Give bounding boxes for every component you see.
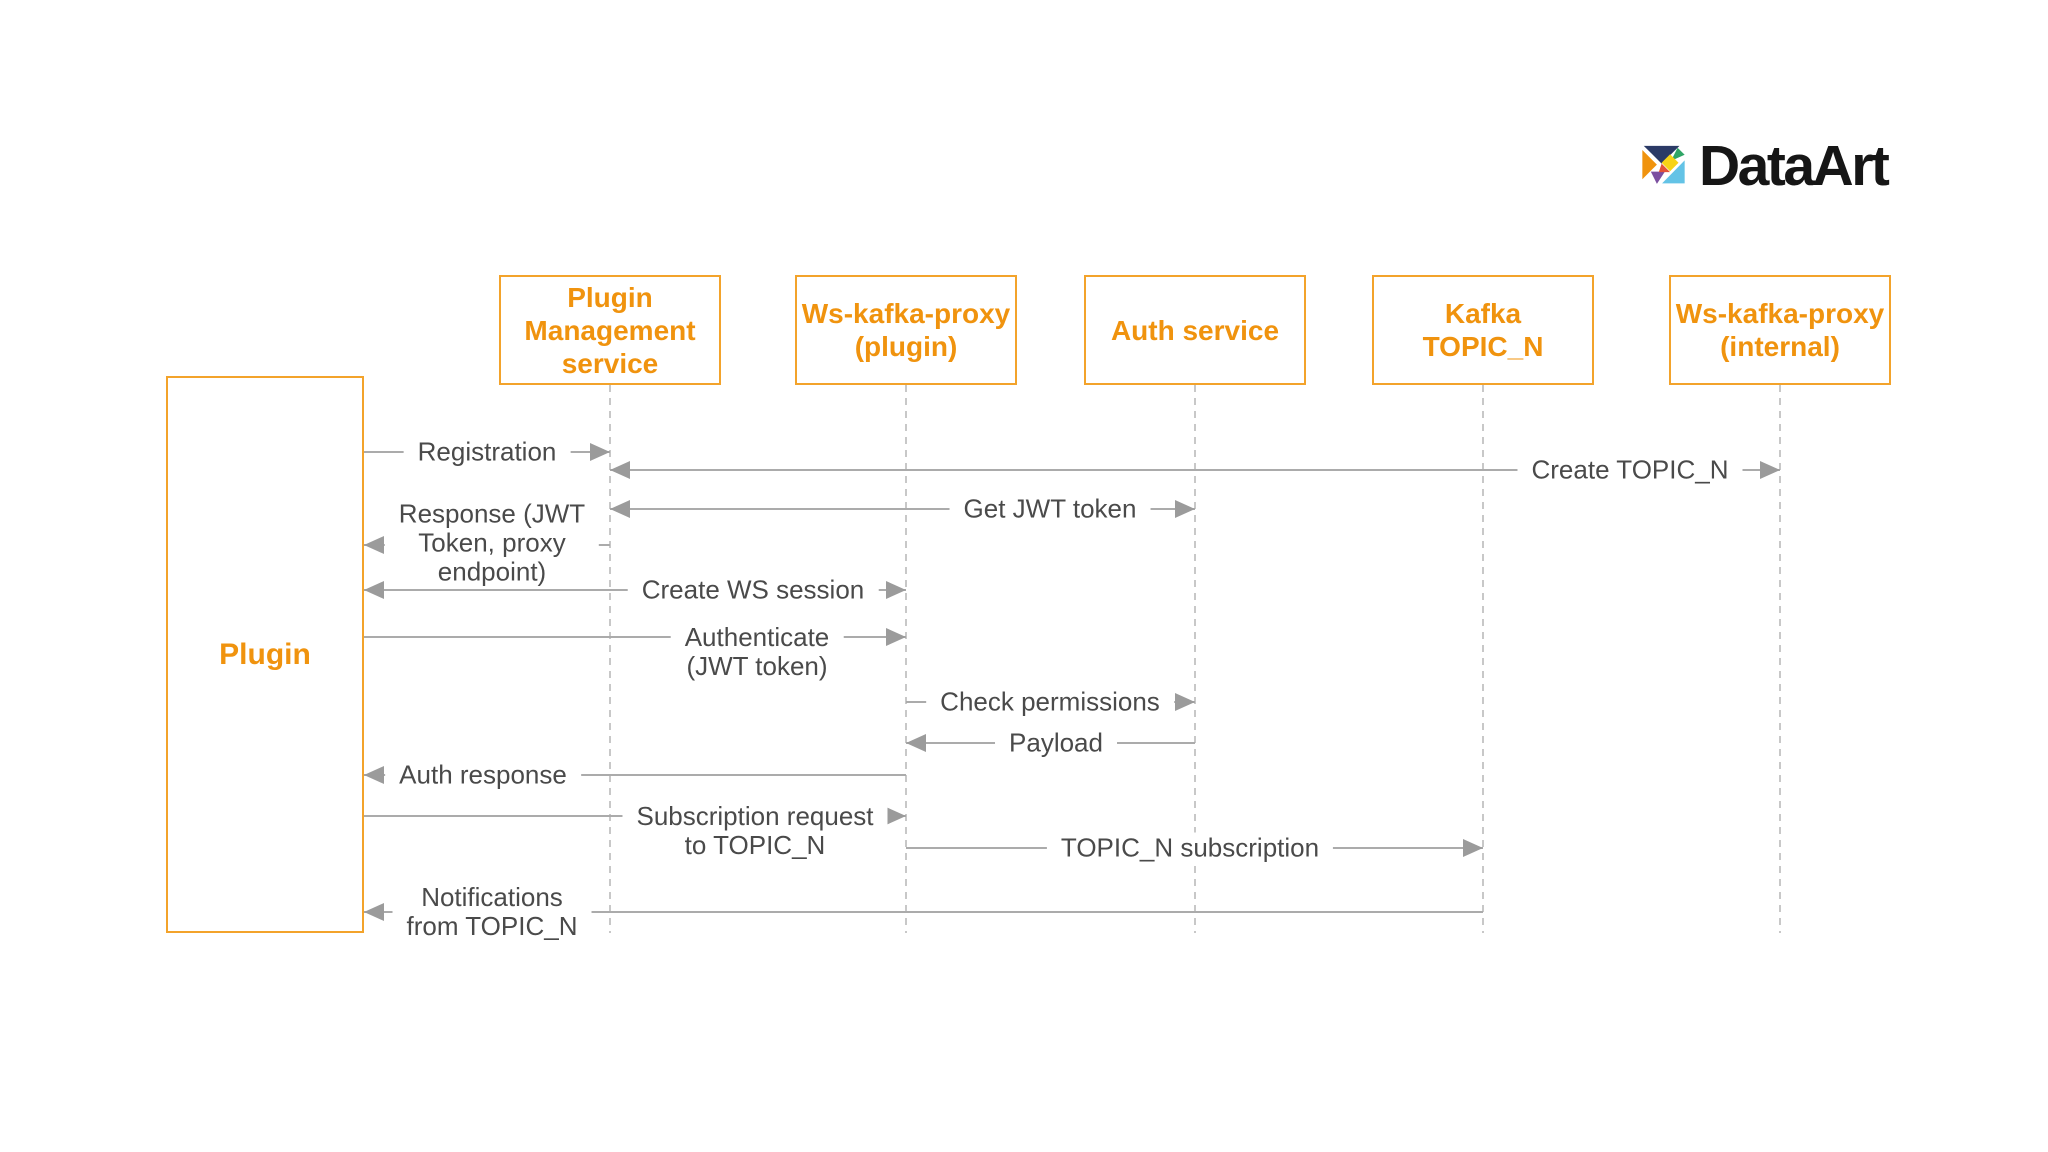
message-label-line: from TOPIC_N: [406, 911, 578, 941]
arrowhead-right-icon: [1760, 461, 1780, 479]
arrowhead-right-icon: [1175, 500, 1195, 518]
message-line: [364, 911, 1483, 913]
message-label: TOPIC_N subscription: [1046, 832, 1334, 864]
message-label-line: Create WS session: [641, 574, 865, 605]
message-label-line: Get JWT token: [963, 493, 1137, 524]
message-line: [610, 508, 1195, 510]
message-label-line: Check permissions: [940, 686, 1160, 717]
lifeline-ws-kafka-proxy-internal: [1779, 385, 1781, 933]
message-label-line: Registration: [417, 436, 557, 467]
arrowhead-left-icon: [610, 461, 630, 479]
arrowhead-right-icon: [1463, 839, 1483, 857]
message-label: Check permissions: [926, 686, 1174, 718]
arrowhead-left-icon: [364, 581, 384, 599]
message-label: Create TOPIC_N: [1517, 454, 1743, 486]
message-label-line: Authenticate: [684, 622, 830, 652]
message-label: Get JWT token: [949, 493, 1151, 525]
message-label-line: Notifications: [421, 882, 563, 912]
participant-label-line: Kafka: [1444, 298, 1522, 329]
actor-plugin-label: Plugin: [219, 637, 311, 671]
arrowhead-left-icon: [364, 903, 384, 921]
participant-label-line: service: [561, 347, 659, 379]
message-label-line: Payload: [1009, 727, 1103, 758]
dataart-logomark-icon: [1642, 145, 1685, 184]
arrowhead-right-icon: [1175, 693, 1195, 711]
arrowhead-right-icon: [886, 807, 906, 825]
message-label-line: Token, proxy: [418, 527, 566, 558]
participant-label-line: (plugin): [854, 331, 958, 362]
participant-kafka-topic-n: Kafka TOPIC_N: [1372, 275, 1594, 385]
message-label: Auth response: [385, 759, 581, 791]
participant-label-line: (internal): [1720, 331, 1840, 362]
arrowhead-left-icon: [364, 766, 384, 784]
arrowhead-right-icon: [886, 628, 906, 646]
lifeline-auth-service: [1194, 385, 1196, 933]
message-label-line: Response (JWT: [398, 498, 586, 529]
participant-label-line: Ws-kafka-proxy: [1675, 298, 1885, 329]
dataart-logo-text: DataArt: [1699, 134, 1890, 198]
message-line: [364, 636, 906, 638]
message-line: [364, 774, 906, 776]
actor-plugin-box: Plugin: [166, 376, 364, 933]
participant-label-line: TOPIC_N: [1422, 331, 1544, 362]
message-label-line: to TOPIC_N: [684, 830, 826, 860]
participant-label-line: Management: [524, 314, 696, 346]
lifeline-kafka-topic-n: [1482, 385, 1484, 933]
message-label-line: Create TOPIC_N: [1531, 454, 1729, 485]
message-label: Response (JWT Token, proxy endpoint): [384, 498, 600, 588]
participant-plugin-management-service: Plugin Management service: [499, 275, 721, 385]
message-line: [610, 469, 1780, 471]
message-label: Registration: [403, 436, 571, 468]
participant-ws-kafka-proxy-plugin: Ws-kafka-proxy (plugin): [795, 275, 1017, 385]
message-label: Create WS session: [627, 574, 879, 606]
participant-ws-kafka-proxy-internal: Ws-kafka-proxy (internal): [1669, 275, 1891, 385]
participant-label-line: Auth service: [1110, 314, 1280, 346]
lifeline-ws-kafka-proxy-plugin: [905, 385, 907, 933]
message-label: Payload: [995, 727, 1117, 759]
message-label-line: endpoint): [437, 556, 547, 587]
arrowhead-left-icon: [364, 536, 384, 554]
lifeline-plugin-management-service: [609, 385, 611, 933]
message-label-line: TOPIC_N subscription: [1060, 832, 1320, 863]
dataart-logo: DataArt: [1640, 134, 1890, 198]
arrowhead-left-icon: [906, 734, 926, 752]
message-label: Notifications from TOPIC_N: [392, 882, 592, 942]
arrowhead-right-icon: [590, 443, 610, 461]
arrowhead-left-icon: [610, 500, 630, 518]
participant-auth-service: Auth service: [1084, 275, 1306, 385]
message-label-line: Auth response: [399, 759, 567, 790]
message-label: Subscription request to TOPIC_N: [622, 801, 888, 861]
arrowhead-right-icon: [886, 581, 906, 599]
message-label-line: (JWT token): [686, 651, 828, 681]
participant-label-line: Plugin: [567, 281, 653, 313]
participant-label-line: Ws-kafka-proxy: [801, 298, 1011, 329]
message-label: Authenticate (JWT token): [670, 622, 844, 682]
message-label-line: Subscription request: [636, 801, 874, 831]
